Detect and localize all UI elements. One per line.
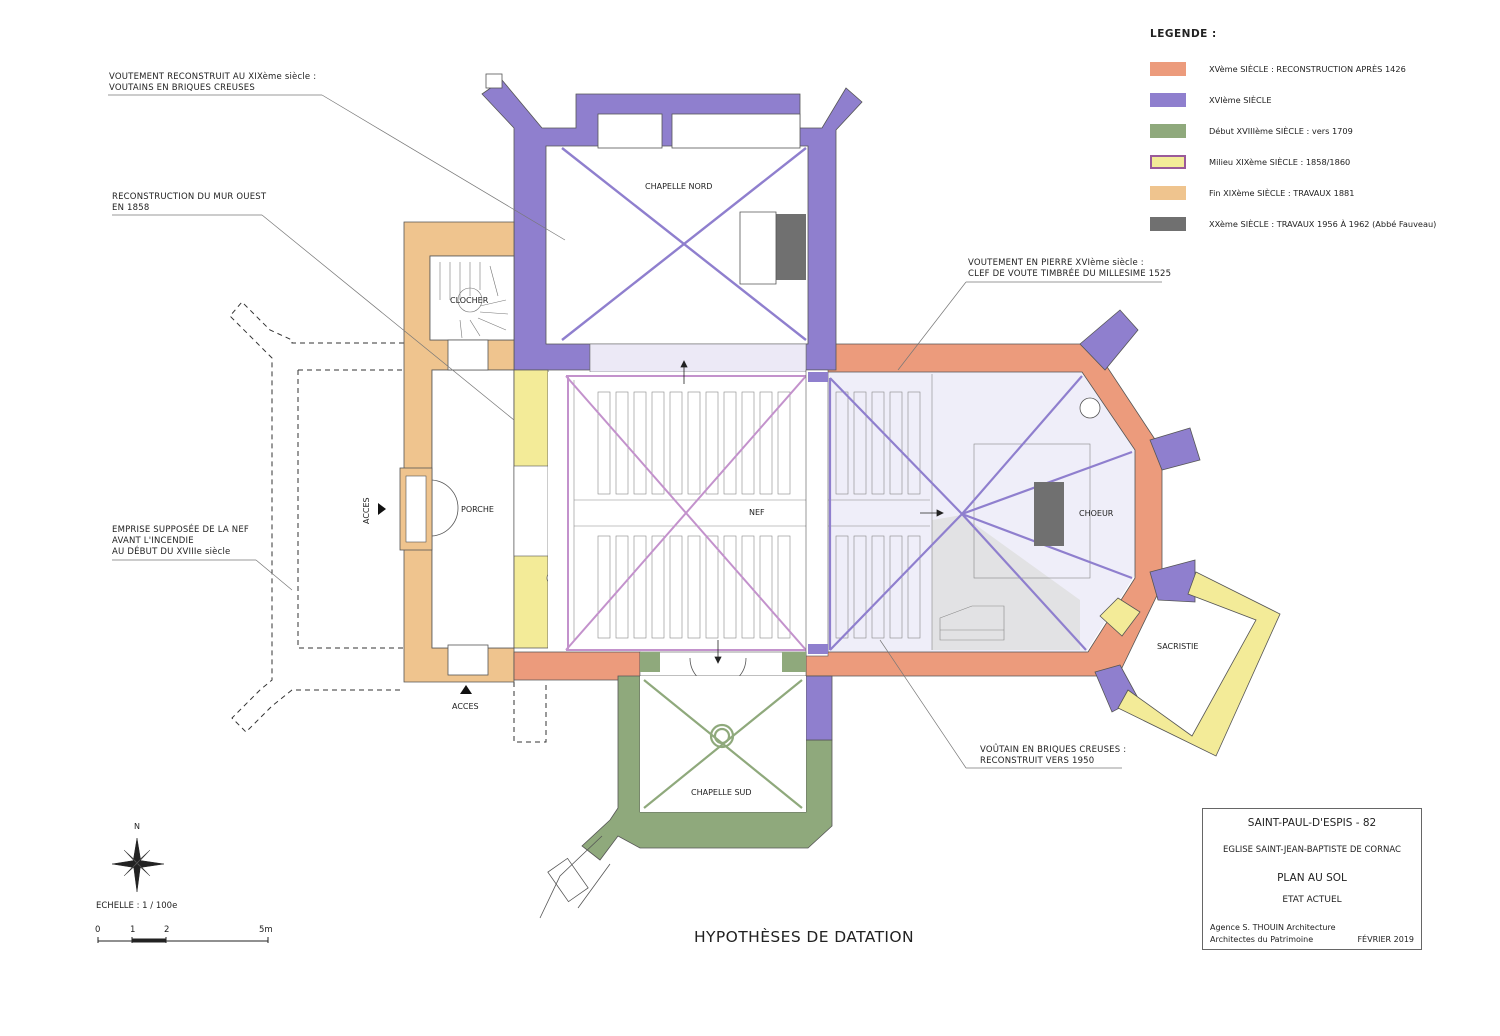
room-label-choeur: CHOEUR bbox=[1079, 509, 1114, 518]
annotation-line: EN 1858 bbox=[112, 203, 150, 213]
legend-swatch bbox=[1150, 155, 1186, 169]
annotation-line: RECONSTRUCTION DU MUR OUEST bbox=[112, 192, 267, 202]
tb-state: ETAT ACTUEL bbox=[1282, 895, 1342, 905]
nave-pews bbox=[573, 380, 930, 640]
legend-item-xviii: Début XVIIIème SIÈCLE : vers 1709 bbox=[1150, 123, 1353, 139]
scale-tick: 2 bbox=[164, 925, 170, 935]
tb-role: Architectes du Patrimoine bbox=[1210, 935, 1314, 944]
legend-item-xx: XXème SIÈCLE : TRAVAUX 1956 À 1962 (Abbé… bbox=[1150, 216, 1436, 232]
legend-title: LEGENDE : bbox=[1150, 28, 1217, 40]
room-label-sacristie: SACRISTIE bbox=[1157, 642, 1198, 651]
annotation-line: VOUTAINS EN BRIQUES CREUSES bbox=[109, 83, 255, 93]
room-label-chapelle-nord: CHAPELLE NORD bbox=[645, 182, 712, 191]
legend-item-mid-xix: Milieu XIXème SIÈCLE : 1858/1860 bbox=[1150, 154, 1350, 170]
tower-stairs bbox=[439, 262, 509, 339]
legend-label: XVème SIÈCLE : RECONSTRUCTION APRÈS 1426 bbox=[1209, 64, 1406, 74]
annotation-vault-xix: VOUTEMENT RECONSTRUIT AU XIXème siècle :… bbox=[109, 72, 316, 94]
south-chapel-vault bbox=[643, 679, 803, 809]
annotation-brick-vault: VOÛTAIN EN BRIQUES CREUSES : RECONSTRUIT… bbox=[980, 745, 1126, 767]
choir-vault bbox=[828, 375, 1133, 651]
legend-swatch bbox=[1150, 62, 1186, 76]
tb-date: FÉVRIER 2019 bbox=[1357, 935, 1414, 944]
title-block: SAINT-PAUL-D'ESPIS - 82 EGLISE SAINT-JEA… bbox=[1202, 808, 1422, 950]
legend-swatch bbox=[1150, 93, 1186, 107]
annotation-line: RECONSTRUIT VERS 1950 bbox=[980, 756, 1095, 766]
annotation-line: CLEF DE VOUTE TIMBRÉE DU MILLESIME 1525 bbox=[968, 269, 1172, 279]
direction-arrows bbox=[680, 360, 944, 664]
annotation-line: AVANT L'INCENDIE bbox=[112, 536, 194, 546]
legend-label: XVIème SIÈCLE bbox=[1209, 95, 1272, 105]
legend-swatch bbox=[1150, 217, 1186, 231]
scale-bar bbox=[97, 937, 269, 943]
choir-floor bbox=[828, 372, 1135, 652]
annotation-west-wall: RECONSTRUCTION DU MUR OUEST EN 1858 bbox=[112, 192, 266, 214]
annotation-former-nave: EMPRISE SUPPOSÉE DE LA NEF AVANT L'INCEN… bbox=[112, 525, 249, 558]
scale-tick: 5m bbox=[259, 925, 273, 935]
legend-swatch bbox=[1150, 186, 1186, 200]
legend-swatch bbox=[1150, 124, 1186, 138]
annotation-line: VOUTEMENT RECONSTRUIT AU XIXème siècle : bbox=[109, 72, 317, 82]
tb-agency: Agence S. THOUIN Architecture bbox=[1210, 923, 1336, 932]
north-label: N bbox=[134, 822, 140, 831]
nave-floor bbox=[548, 372, 806, 652]
scale-tick: 0 bbox=[95, 925, 101, 935]
annotation-line: VOUTEMENT EN PIERRE XVIème siècle : bbox=[968, 258, 1144, 268]
access-arrow-west bbox=[378, 503, 386, 515]
choir-front-pews bbox=[835, 374, 1091, 650]
legend-label: Fin XIXème SIÈCLE : TRAVAUX 1881 bbox=[1209, 188, 1355, 198]
tb-commune: SAINT-PAUL-D'ESPIS - 82 bbox=[1247, 817, 1377, 829]
annotation-line: EMPRISE SUPPOSÉE DE LA NEF bbox=[112, 525, 249, 535]
access-label-west: ACCES bbox=[362, 497, 371, 524]
room-label-porche: PORCHE bbox=[461, 505, 494, 514]
annotation-line: VOÛTAIN EN BRIQUES CREUSES : bbox=[980, 745, 1127, 755]
legend-label: Début XVIIIème SIÈCLE : vers 1709 bbox=[1209, 126, 1353, 136]
access-label-south: ACCES bbox=[452, 702, 479, 711]
north-chapel-vault bbox=[561, 147, 807, 341]
legend-item-end-xix: Fin XIXème SIÈCLE : TRAVAUX 1881 bbox=[1150, 185, 1354, 201]
choir-grey-area bbox=[932, 515, 1080, 650]
sacristy-wall bbox=[1117, 571, 1281, 757]
legend-label: Milieu XIXème SIÈCLE : 1858/1860 bbox=[1209, 157, 1351, 167]
access-arrow-south bbox=[460, 685, 472, 694]
scale-tick: 1 bbox=[130, 925, 136, 935]
page-title: HYPOTHÈSES DE DATATION bbox=[694, 928, 915, 946]
annotation-line: AU DÉBUT DU XVIIIe siècle bbox=[112, 547, 231, 557]
room-label-nef: NEF bbox=[749, 508, 765, 517]
scale-label: ECHELLE : 1 / 100e bbox=[96, 901, 178, 911]
nave-vault bbox=[565, 375, 807, 651]
leader-lines bbox=[108, 94, 1162, 769]
former-nave-outline bbox=[229, 301, 547, 743]
legend-item-xvi: XVIème SIÈCLE bbox=[1150, 92, 1272, 108]
annotation-stone-vault: VOUTEMENT EN PIERRE XVIème siècle : CLEF… bbox=[968, 258, 1171, 280]
legend: LEGENDE : XVème SIÈCLE : RECONSTRUCTION … bbox=[1150, 28, 1480, 231]
tb-church: EGLISE SAINT-JEAN-BAPTISTE DE CORNAC bbox=[1223, 845, 1401, 855]
north-compass bbox=[111, 837, 165, 893]
legend-label: XXème SIÈCLE : TRAVAUX 1956 À 1962 (Abbé… bbox=[1209, 219, 1437, 229]
porch-door bbox=[431, 479, 459, 537]
buttresses bbox=[1079, 309, 1201, 713]
legend-item-xv: XVème SIÈCLE : RECONSTRUCTION APRÈS 1426 bbox=[1150, 61, 1406, 77]
room-label-chapelle-sud: CHAPELLE SUD bbox=[691, 788, 752, 797]
tb-plan: PLAN AU SOL bbox=[1277, 872, 1347, 884]
room-label-clocher: CLOCHER bbox=[450, 296, 489, 305]
